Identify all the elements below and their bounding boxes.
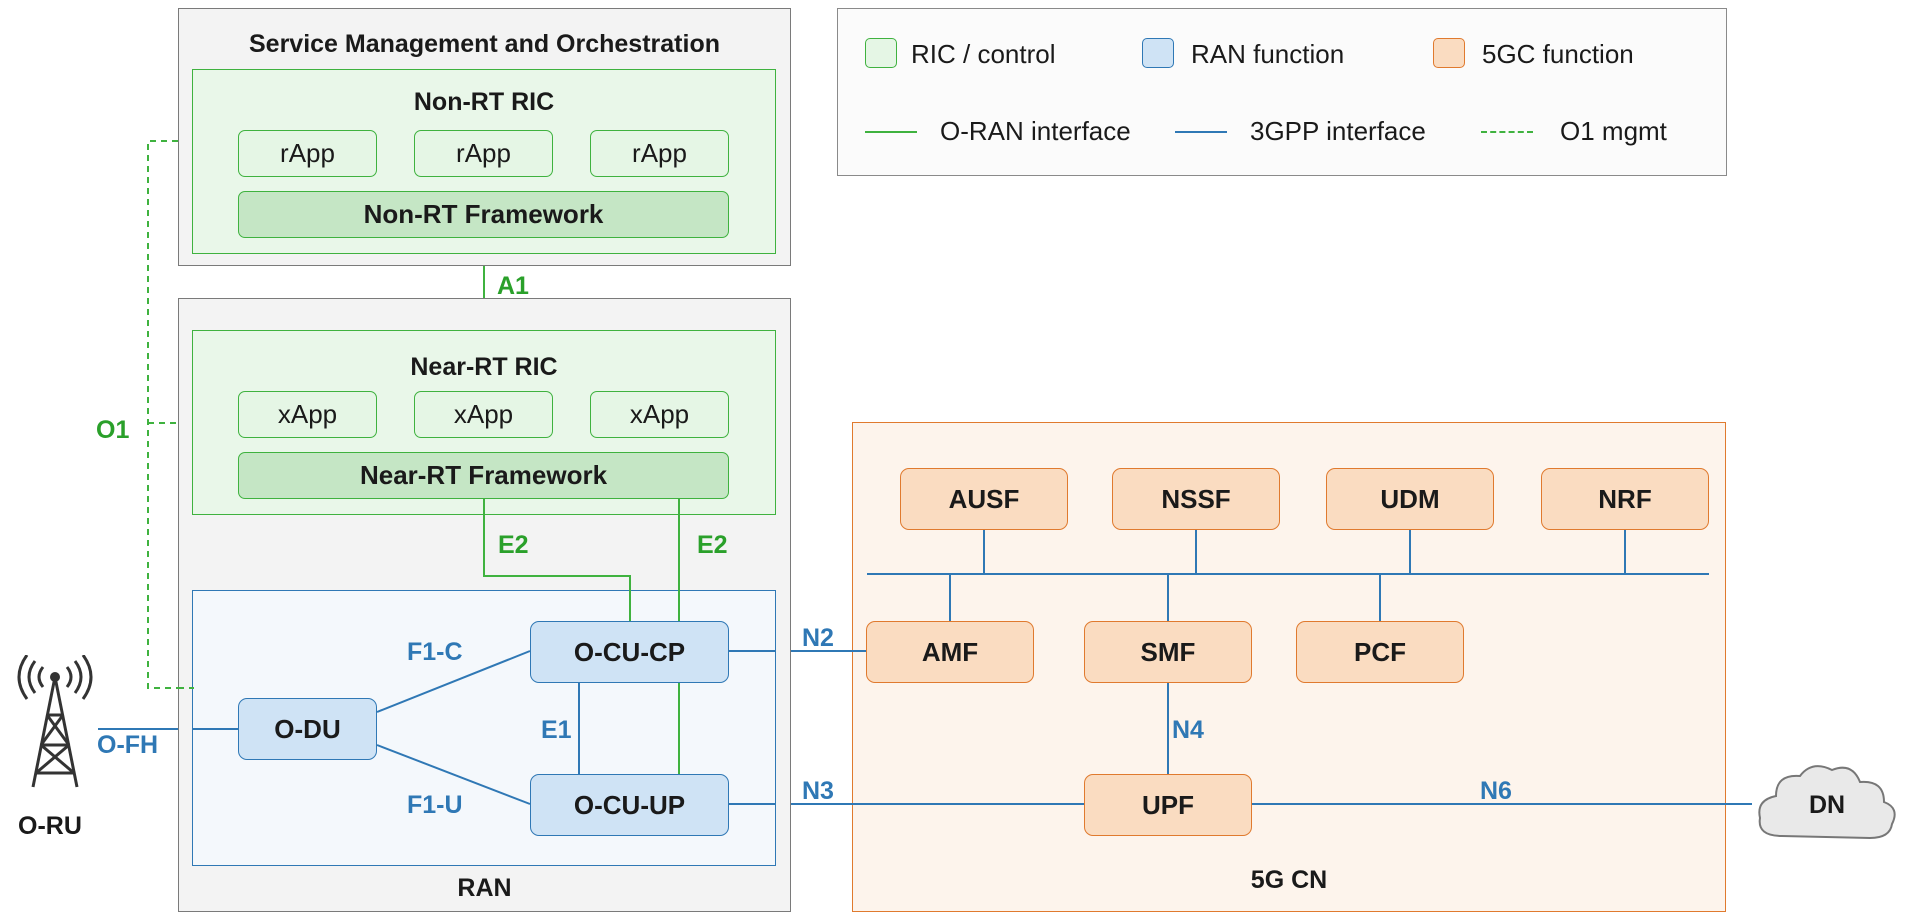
legend-o1-label: O1 mgmt [1560, 116, 1667, 146]
nssf-box[interactable]: NSSF [1112, 468, 1280, 530]
radio-tower-icon [17, 655, 93, 788]
smf-box[interactable]: SMF [1084, 621, 1252, 683]
smo-title: Service Management and Orchestration [249, 30, 720, 58]
n2-label: N2 [802, 624, 834, 652]
legend-cn-label: 5GC function [1482, 39, 1634, 69]
nrf-box[interactable]: NRF [1541, 468, 1709, 530]
nonrt-framework[interactable]: Non-RT Framework [238, 191, 729, 238]
n3-label: N3 [802, 777, 834, 805]
upf-box[interactable]: UPF [1084, 774, 1252, 836]
legend-ric-swatch [865, 38, 897, 68]
dn-label: DN [1808, 791, 1846, 819]
legend-3gpp-line [1175, 131, 1227, 133]
legend-3gpp-label: 3GPP interface [1250, 116, 1426, 146]
f1c-label: F1-C [407, 638, 463, 666]
ocucp-box[interactable]: O-CU-CP [530, 621, 729, 683]
nonrt-ric-title: Non-RT RIC [413, 88, 555, 116]
legend-cn-swatch [1433, 38, 1465, 68]
rapp-2[interactable]: rApp [414, 130, 553, 177]
e2-right-label: E2 [697, 531, 728, 559]
e1-label: E1 [541, 716, 572, 744]
ran-title: RAN [457, 874, 512, 902]
nearrt-ric-title: Near-RT RIC [410, 353, 558, 381]
legend-ran-swatch [1142, 38, 1174, 68]
n4-label: N4 [1172, 716, 1204, 744]
ofh-label: O-FH [97, 731, 159, 759]
nearrt-framework[interactable]: Near-RT Framework [238, 452, 729, 499]
rapp-1[interactable]: rApp [238, 130, 377, 177]
pcf-box[interactable]: PCF [1296, 621, 1464, 683]
a1-label: A1 [497, 272, 529, 300]
legend-oran-line [865, 131, 917, 133]
ocuup-box[interactable]: O-CU-UP [530, 774, 729, 836]
rapp-3[interactable]: rApp [590, 130, 729, 177]
legend-o1-line [1481, 131, 1533, 133]
xapp-2[interactable]: xApp [414, 391, 553, 438]
n6-label: N6 [1480, 777, 1512, 805]
xapp-3[interactable]: xApp [590, 391, 729, 438]
amf-box[interactable]: AMF [866, 621, 1034, 683]
oru-label: O-RU [18, 812, 82, 840]
e2-left-label: E2 [498, 531, 529, 559]
udm-box[interactable]: UDM [1326, 468, 1494, 530]
cn-title: 5G CN [1250, 866, 1328, 894]
odu-box[interactable]: O-DU [238, 698, 377, 760]
legend-ric-label: RIC / control [911, 39, 1056, 69]
legend: RIC / control RAN function 5GC function … [837, 8, 1727, 176]
xapp-1[interactable]: xApp [238, 391, 377, 438]
legend-oran-label: O-RAN interface [940, 116, 1131, 146]
legend-ran-label: RAN function [1191, 39, 1345, 69]
ausf-box[interactable]: AUSF [900, 468, 1068, 530]
o1-link [147, 140, 194, 689]
cloud-icon [1758, 765, 1896, 840]
f1u-label: F1-U [407, 791, 463, 819]
o1-label: O1 [96, 416, 130, 444]
